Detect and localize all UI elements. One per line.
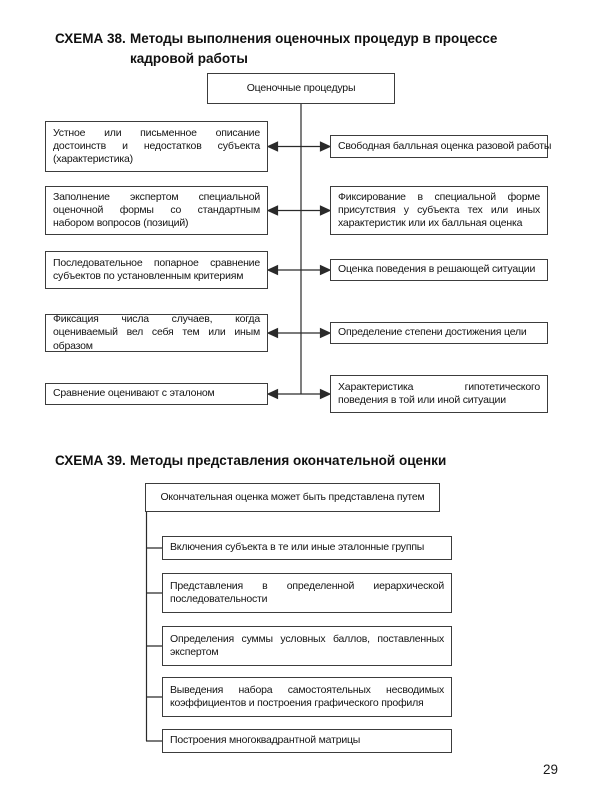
arrowhead-right-icon	[319, 264, 332, 276]
s38-left-box-3: Последовательное попарное сравнение субъ…	[45, 251, 268, 289]
s39-item-box-1: Включения субъекта в те или иные эталонн…	[162, 536, 452, 560]
schema39-title-text: Методы представления окончательной оценк…	[130, 453, 447, 468]
s39-item-box-4: Выведения набора самостоятельных несводи…	[162, 677, 452, 717]
s38-left-box-4: Фиксация числа случаев, когда оцениваемы…	[45, 313, 268, 352]
s38-left-box-5: Сравнение оценивают с эталоном	[45, 383, 268, 405]
s39-item-box-3: Определения суммы условных баллов, поста…	[162, 626, 452, 666]
arrowhead-left-icon	[266, 388, 279, 400]
arrowhead-left-icon	[266, 327, 279, 339]
s39-root-box: Окончательная оценка может быть представ…	[145, 483, 440, 512]
arrowhead-right-icon	[319, 205, 332, 216]
schema38-title-text: Методы выполнения оценочных процедур в п…	[130, 31, 498, 67]
s38-right-box-1: Свободная балльная оценка разовой работы	[330, 135, 551, 158]
page-number: 29	[542, 762, 558, 777]
schema39-heading: СХЕМА 39. Методы представления окончател…	[55, 451, 560, 471]
s38-left-box-1: Устное или письменное описание достоинст…	[45, 121, 268, 172]
s38-right-box-2: Фиксирование в специальной форме присутс…	[330, 186, 548, 235]
s38-right-box-4: Определение степени достижения цели	[330, 322, 548, 344]
s39-root-label: Окончательная оценка может быть представ…	[160, 490, 425, 503]
schema38-heading: СХЕМА 38. Методы выполнения оценочных пр…	[55, 29, 560, 70]
s39-item-box-2: Представления в определенной иерархическ…	[162, 573, 452, 613]
s38-right-box-3: Оценка поведения в решающей ситуации	[330, 259, 548, 281]
arrowhead-left-icon	[266, 264, 279, 276]
schema39-number: СХЕМА 39.	[55, 453, 126, 468]
s38-left-box-2: Заполнение экспертом специальной оценочн…	[45, 186, 268, 235]
arrowhead-right-icon	[319, 141, 332, 152]
schema38-number: СХЕМА 38.	[55, 31, 126, 46]
arrowhead-right-icon	[319, 388, 332, 400]
arrowhead-left-icon	[266, 205, 279, 216]
s38-right-box-5: Характеристика гипотетического поведения…	[330, 375, 548, 413]
arrowhead-left-icon	[266, 141, 279, 152]
s39-item-box-5: Построения многоквадрантной матрицы	[162, 729, 452, 753]
s38-root-box: Оценочные процедуры	[207, 73, 395, 104]
arrowhead-right-icon	[319, 327, 332, 339]
s38-root-label: Оценочные процедуры	[246, 81, 356, 94]
